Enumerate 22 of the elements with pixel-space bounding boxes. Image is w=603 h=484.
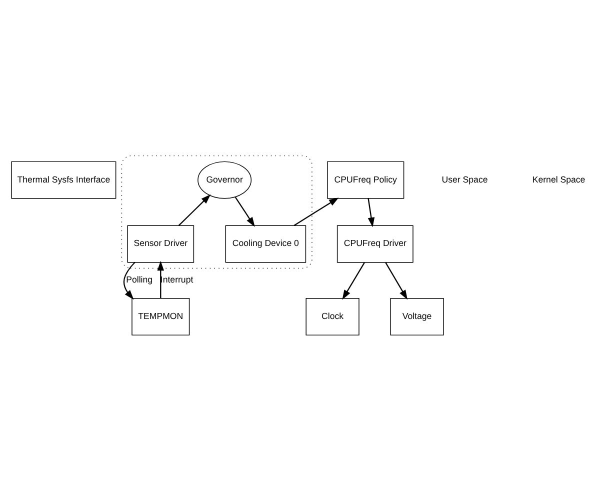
node-ellipse: Governor bbox=[198, 160, 252, 198]
arrow bbox=[157, 260, 164, 298]
node-box: CPUFreq Driver bbox=[336, 224, 414, 262]
node-box: Voltage bbox=[390, 297, 444, 335]
arrow bbox=[123, 261, 136, 300]
arrow bbox=[234, 196, 255, 226]
node-box: Clock bbox=[306, 297, 360, 335]
arrow bbox=[342, 262, 365, 300]
arrow bbox=[368, 198, 375, 227]
edge-label: Interrupt bbox=[160, 274, 194, 284]
node-box: Thermal Sysfs Interface bbox=[11, 160, 116, 198]
arrow bbox=[385, 262, 408, 300]
node-box: CPUFreq Policy bbox=[327, 160, 404, 198]
node-box: Sensor Driver bbox=[127, 224, 194, 262]
edge-label: Polling bbox=[126, 274, 153, 284]
node-box: Cooling Device 0 bbox=[225, 224, 306, 262]
label: Kernel Space bbox=[532, 174, 586, 184]
arrow bbox=[294, 197, 339, 226]
cluster bbox=[121, 154, 312, 268]
node-box: TEMPMON bbox=[132, 297, 190, 335]
label: User Space bbox=[442, 174, 488, 184]
arrow bbox=[178, 194, 211, 226]
